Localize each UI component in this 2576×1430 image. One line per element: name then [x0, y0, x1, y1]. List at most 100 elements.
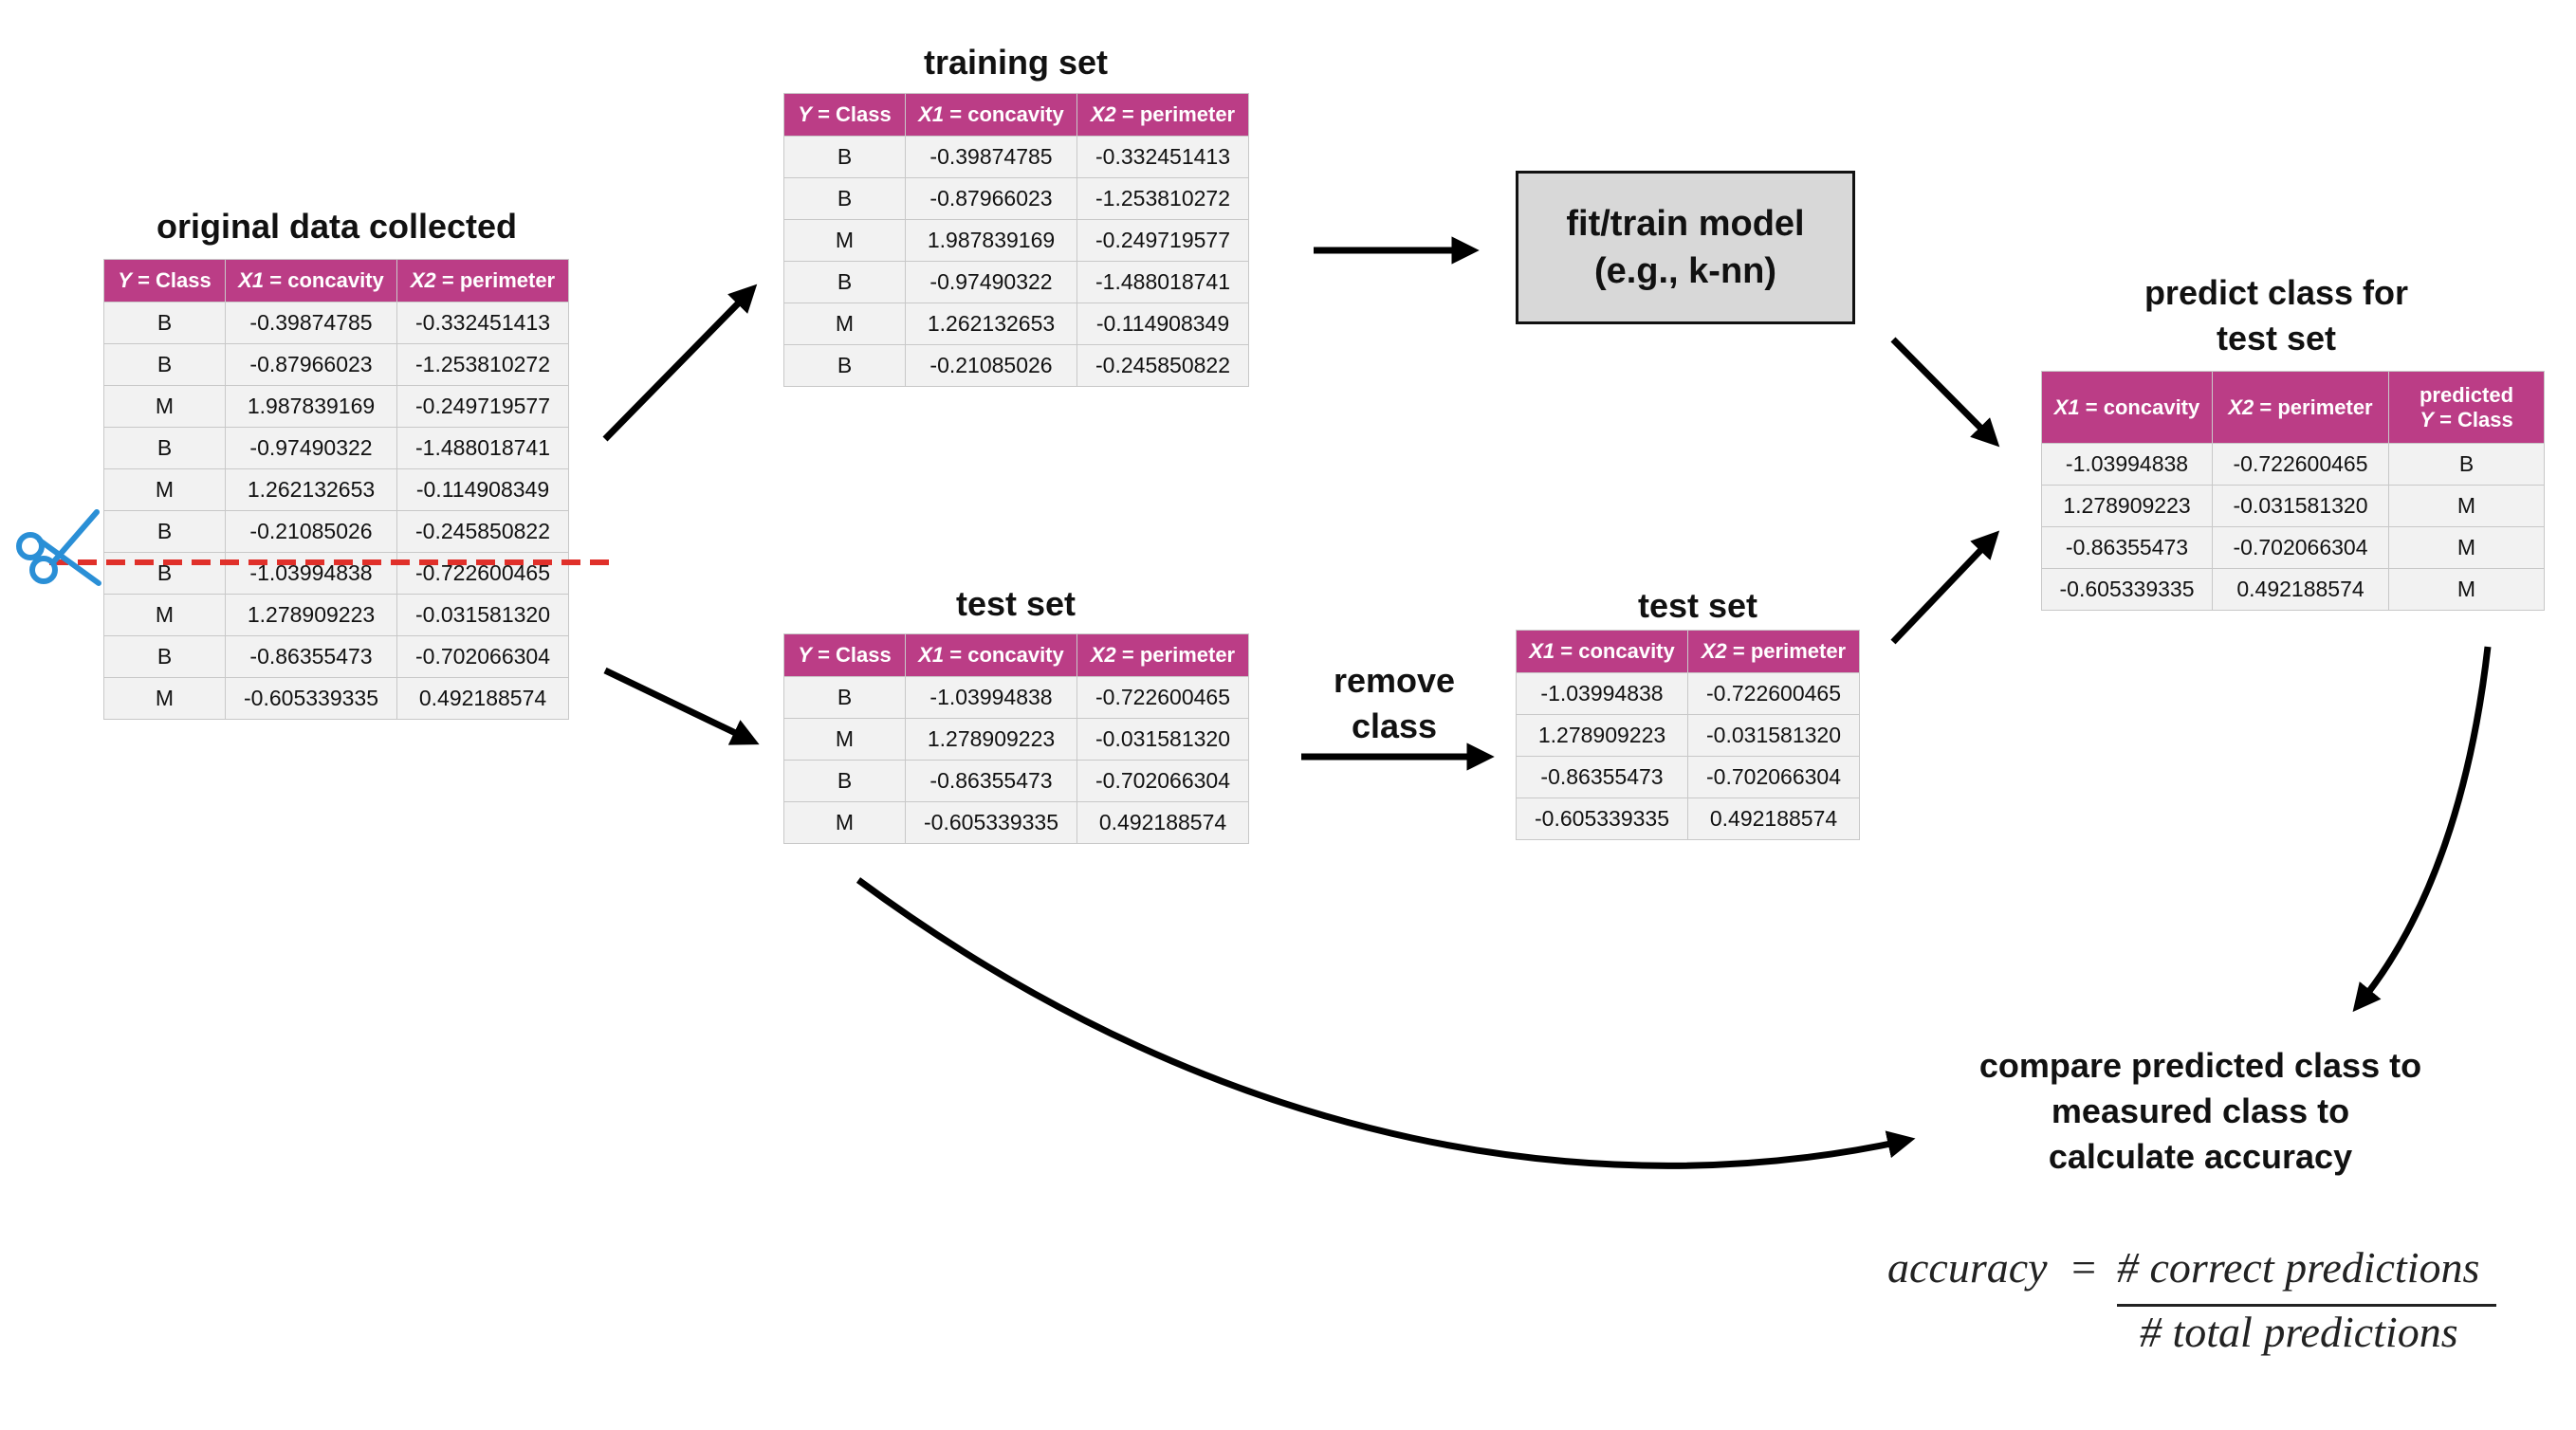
equals-sign: =	[2071, 1243, 2097, 1292]
table-cell: -1.253810272	[1076, 177, 1249, 220]
remove-class-line-1: remove	[1333, 661, 1456, 700]
table-cell: -0.114908349	[396, 468, 569, 511]
table-cell: -0.702066304	[1076, 760, 1249, 802]
table-row: -1.03994838-0.722600465	[1516, 672, 1860, 715]
table-cell: -0.249719577	[396, 385, 569, 428]
accuracy-formula-lhs: accuracy =	[1887, 1242, 2109, 1292]
table-cell: B	[783, 344, 906, 387]
arrow-test-to-compare	[856, 877, 1916, 1169]
arrow-to-training	[602, 284, 758, 442]
header-perimeter: X2 = perimeter	[1076, 93, 1249, 137]
table-row: B-0.86355473-0.702066304	[103, 635, 569, 678]
training-set-table: Y = Class X1 = concavity X2 = perimeter …	[783, 93, 1249, 387]
table-cell: 1.278909223	[2041, 485, 2213, 527]
table-cell: -0.031581320	[1076, 718, 1249, 761]
compare-line-1: compare predicted class to	[1978, 1046, 2422, 1085]
compare-text: compare predicted class to measured clas…	[1897, 1043, 2504, 1180]
predicted-header-row: X1 = concavity X2 = perimeter predicted …	[2041, 371, 2545, 444]
table-cell: -1.03994838	[905, 676, 1077, 719]
table-cell: 1.278909223	[225, 594, 397, 636]
table-cell: -0.722600465	[1076, 676, 1249, 719]
arrow-predict-to-compare	[2352, 646, 2492, 1013]
table-cell: -0.21085026	[905, 344, 1077, 387]
fit-train-model-box: fit/train model (e.g., k-nn)	[1516, 171, 1855, 324]
table-cell: -0.722600465	[2212, 443, 2389, 486]
table-cell: -0.87966023	[225, 343, 397, 386]
table-cell: -0.86355473	[1516, 756, 1688, 798]
table-cell: M	[103, 468, 226, 511]
predicted-class-table: X1 = concavity X2 = perimeter predicted …	[2041, 371, 2545, 611]
header-predicted-class: predicted Y = Class	[2388, 371, 2545, 444]
scissors-icon	[16, 509, 101, 586]
model-box-line-2: (e.g., k-nn)	[1593, 251, 1777, 291]
table-cell: B	[783, 177, 906, 220]
table-row: B-0.97490322-1.488018741	[783, 261, 1249, 303]
table-cell: -0.87966023	[905, 177, 1077, 220]
table-row: B-0.21085026-0.245850822	[103, 510, 569, 553]
table-row: B-0.87966023-1.253810272	[783, 177, 1249, 220]
table-cell: -1.488018741	[1076, 261, 1249, 303]
test-set-title: test set	[955, 584, 1076, 623]
header-concavity: X1 = concavity	[225, 259, 397, 302]
table-cell: -0.86355473	[905, 760, 1077, 802]
table-cell: -0.332451413	[396, 302, 569, 344]
table-cell: 0.492188574	[2212, 568, 2389, 611]
header-perimeter: X2 = perimeter	[2212, 371, 2389, 444]
arrow-to-test	[603, 667, 760, 745]
header-concavity: X1 = concavity	[1516, 630, 1688, 673]
table-cell: -0.031581320	[2212, 485, 2389, 527]
table-cell: -1.488018741	[396, 427, 569, 469]
predict-title: predict class for test set	[2039, 270, 2513, 361]
header-concavity: X1 = concavity	[905, 633, 1077, 677]
arrow-test-to-predict	[1890, 530, 2000, 645]
table-cell: -0.114908349	[1076, 302, 1249, 345]
table-cell: B	[103, 635, 226, 678]
test-set-table: Y = Class X1 = concavity X2 = perimeter …	[783, 633, 1249, 844]
compare-line-3: calculate accuracy	[2048, 1137, 2353, 1176]
table-cell: M	[103, 385, 226, 428]
table-cell: B	[103, 343, 226, 386]
table-cell: 1.987839169	[225, 385, 397, 428]
test-no-class-header-row: X1 = concavity X2 = perimeter	[1516, 630, 1860, 673]
compare-line-2: measured class to	[2051, 1091, 2350, 1130]
table-row: B-0.21085026-0.245850822	[783, 344, 1249, 387]
table-cell: B	[103, 427, 226, 469]
table-cell: -0.245850822	[396, 510, 569, 553]
table-row: -0.86355473-0.702066304	[1516, 756, 1860, 798]
table-cell: 0.492188574	[1076, 801, 1249, 844]
header-predicted-line-1: predicted	[2419, 382, 2514, 407]
header-class: Y = Class	[783, 633, 906, 677]
table-row: B-0.86355473-0.702066304	[783, 760, 1249, 802]
table-cell: -0.605339335	[225, 677, 397, 720]
model-box-line-1: fit/train model	[1566, 204, 1805, 244]
table-row: B-0.39874785-0.332451413	[783, 136, 1249, 178]
header-perimeter: X2 = perimeter	[1687, 630, 1860, 673]
table-cell: -0.86355473	[225, 635, 397, 678]
table-cell: B	[103, 552, 226, 595]
table-cell: -0.97490322	[225, 427, 397, 469]
table-row: 1.278909223-0.031581320	[1516, 714, 1860, 757]
table-cell: B	[783, 760, 906, 802]
table-row: B-0.97490322-1.488018741	[103, 427, 569, 469]
predict-title-line-1: predict class for	[2144, 273, 2409, 312]
test-set-no-class-table: X1 = concavity X2 = perimeter -1.0399483…	[1516, 630, 1860, 840]
table-cell: -0.031581320	[396, 594, 569, 636]
accuracy-numerator: # correct predictions	[2117, 1243, 2480, 1292]
table-cell: M	[783, 718, 906, 761]
table-cell: -0.031581320	[1687, 714, 1860, 757]
table-cell: M	[2388, 568, 2545, 611]
table-cell: -0.702066304	[1687, 756, 1860, 798]
header-perimeter: X2 = perimeter	[1076, 633, 1249, 677]
header-class: Y = Class	[783, 93, 906, 137]
table-cell: M	[783, 302, 906, 345]
header-concavity: X1 = concavity	[2041, 371, 2213, 444]
